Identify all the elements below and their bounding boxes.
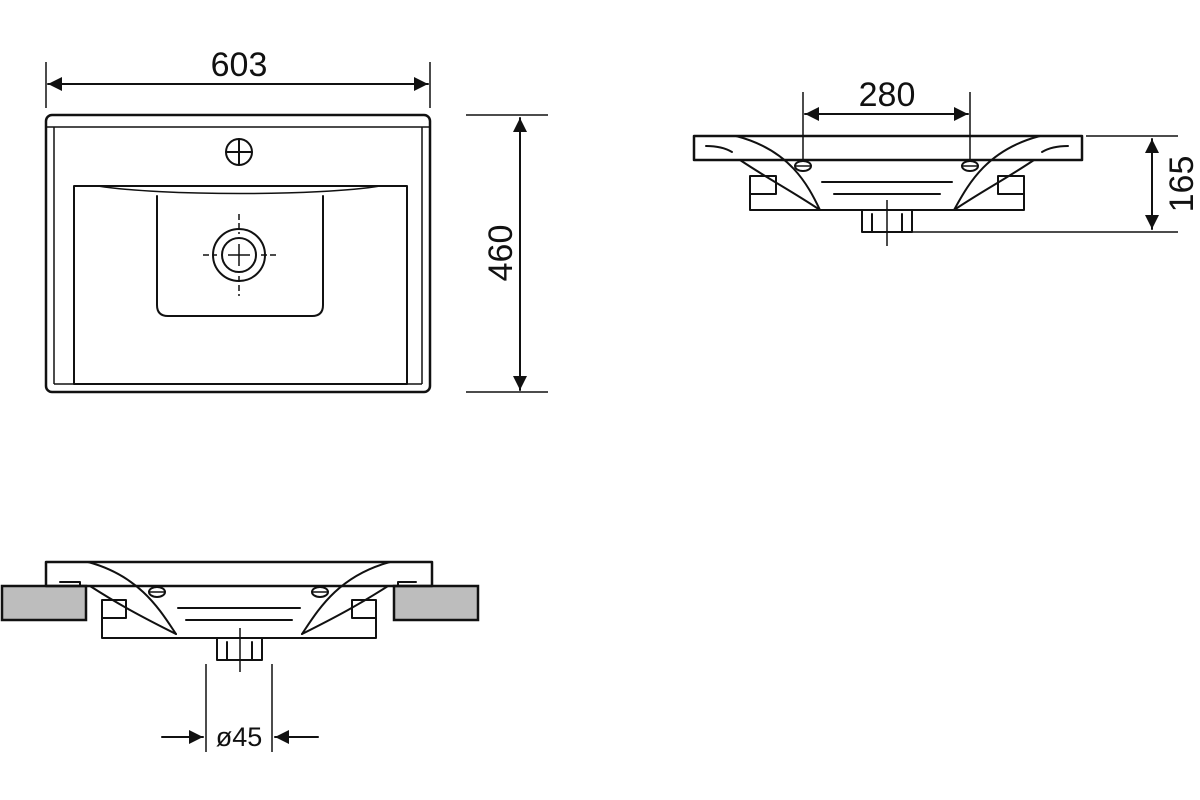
mount-bolt-right-icon [961,160,979,172]
basin-outline [44,113,432,394]
front-view: 280 165 [692,76,1200,246]
depth-dimension: 460 [466,114,548,393]
basin-well [156,195,324,317]
installed-bolt-right-icon [311,586,329,598]
mount-spacing-label: 280 [859,76,916,114]
height-dimension: 165 [912,135,1200,233]
drain-icon [203,214,277,296]
bowl-outline [73,185,408,385]
top-view: 603 460 [44,46,548,394]
installed-drain-outlet [216,628,263,672]
installed-bolt-left-icon [148,586,166,598]
tap-hole-icon [225,138,253,166]
drain-diameter-dimension: ø45 [161,664,319,752]
mount-bolt-left-icon [794,160,812,172]
width-label: 603 [211,46,268,84]
width-dimension: 603 [45,46,431,108]
installed-view: ø45 [0,560,480,752]
drain-diameter-label: ø45 [216,722,263,752]
drain-outlet [861,200,913,246]
countertop-right [392,584,480,622]
depth-label: 460 [482,225,520,282]
height-label: 165 [1163,156,1200,213]
mount-spacing-dimension: 280 [802,76,971,160]
countertop-left [0,584,88,622]
